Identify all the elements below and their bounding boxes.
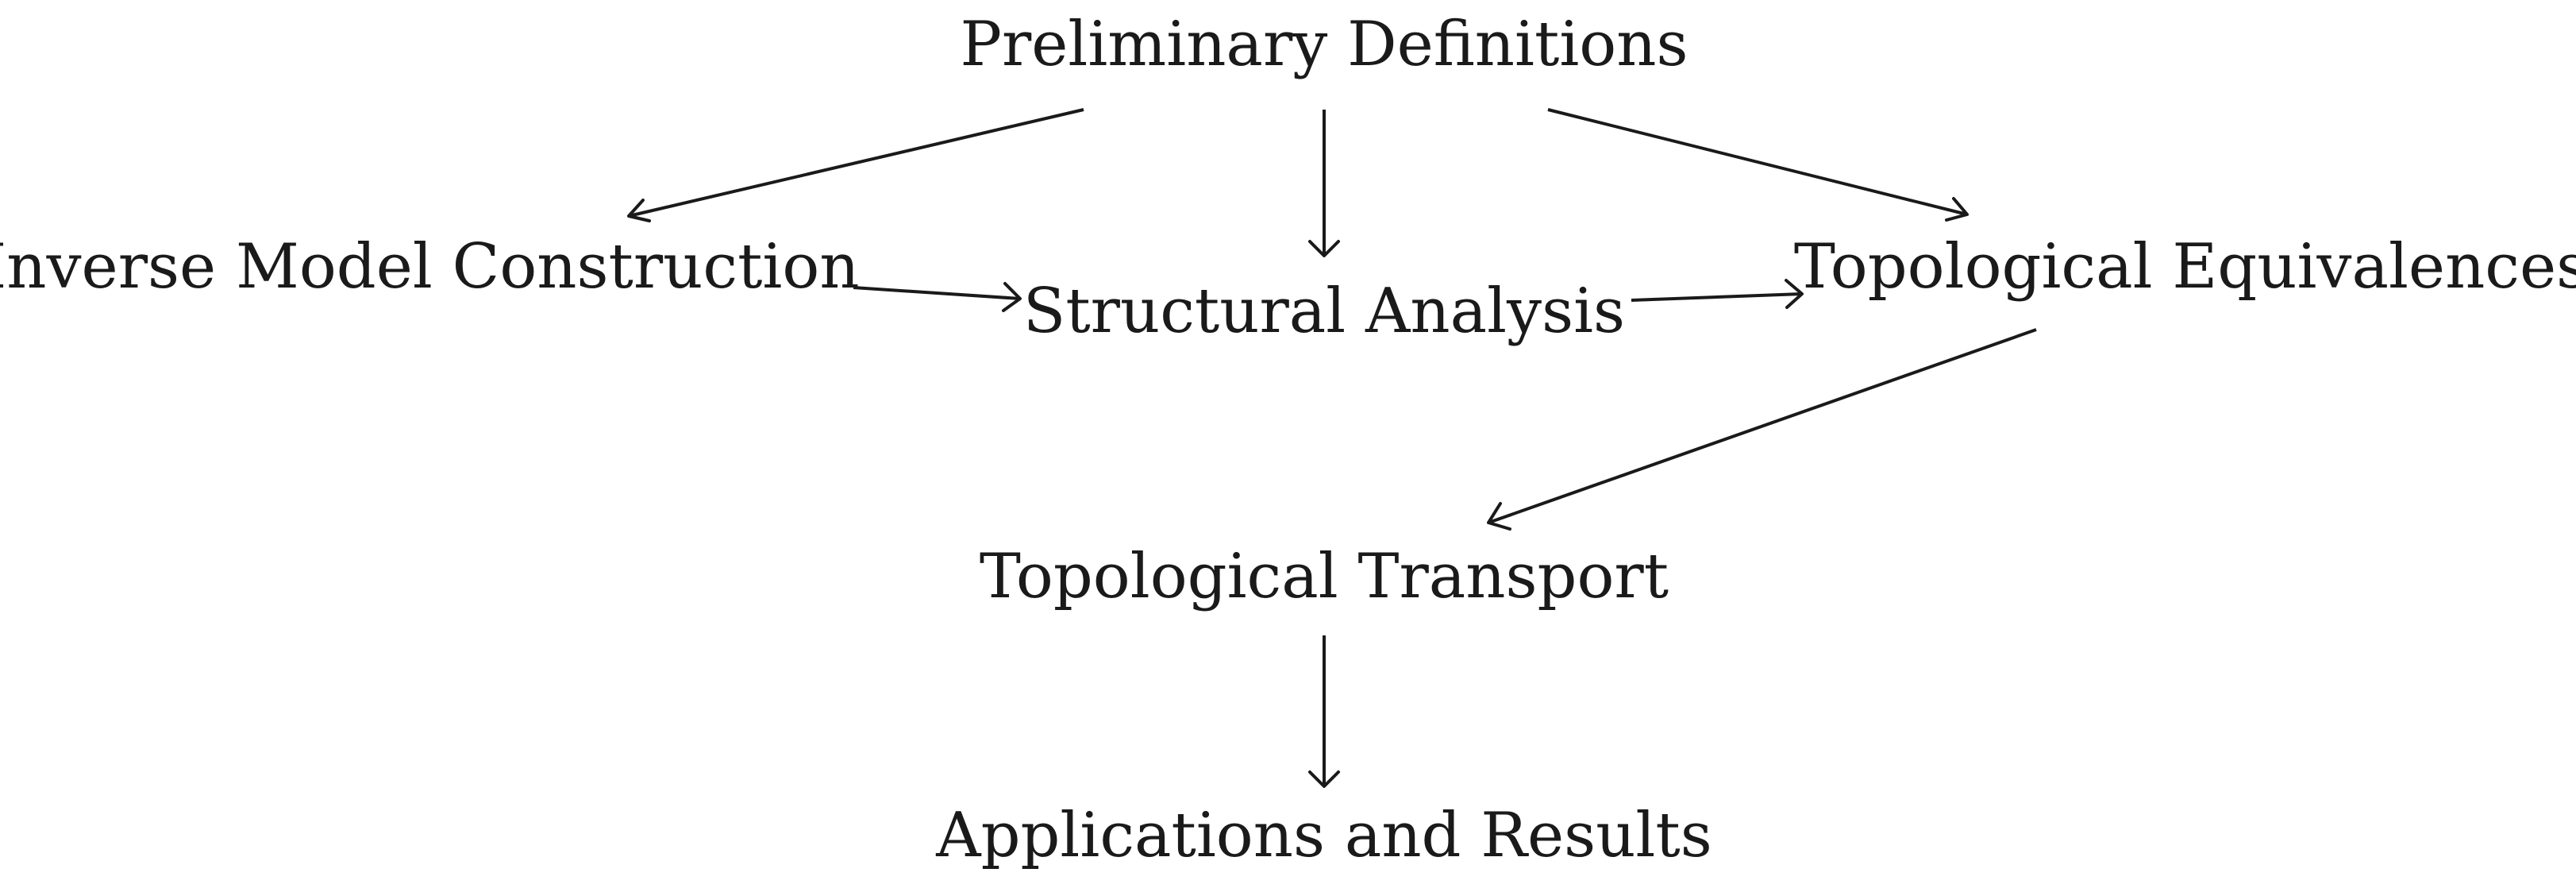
arrowhead-topological-eq-top [1945,197,1969,222]
edge-preliminary-to-inverse [628,108,1084,218]
arrowhead-topological-eq-left [1785,279,1804,309]
nodes: Preliminary Definitions Inverse Model Co… [0,9,2576,871]
node-inverse-model-construction: Inverse Model Construction [0,231,860,303]
node-topological-transport: Topological Transport [980,541,1669,612]
edge-inverse-to-structural [853,286,1021,300]
edge-structural-to-topological-eq [1631,292,1803,302]
arrowhead-structural-left [1002,282,1022,312]
node-preliminary-definitions: Preliminary Definitions [960,9,1688,80]
node-applications-and-results: Applications and Results [935,800,1712,871]
edges [627,108,2037,788]
node-structural-analysis: Structural Analysis [1023,276,1625,347]
node-topological-equivalences: Topological Equivalences [1794,231,2576,303]
arrowhead-applications [1308,770,1340,788]
edge-preliminary-to-topological-eq [1547,108,1968,216]
edge-topological-eq-to-transport [1488,328,2037,524]
arrowhead-transport [1487,502,1511,531]
arrowhead-inverse [627,199,651,222]
arrowhead-structural-top [1308,240,1340,257]
